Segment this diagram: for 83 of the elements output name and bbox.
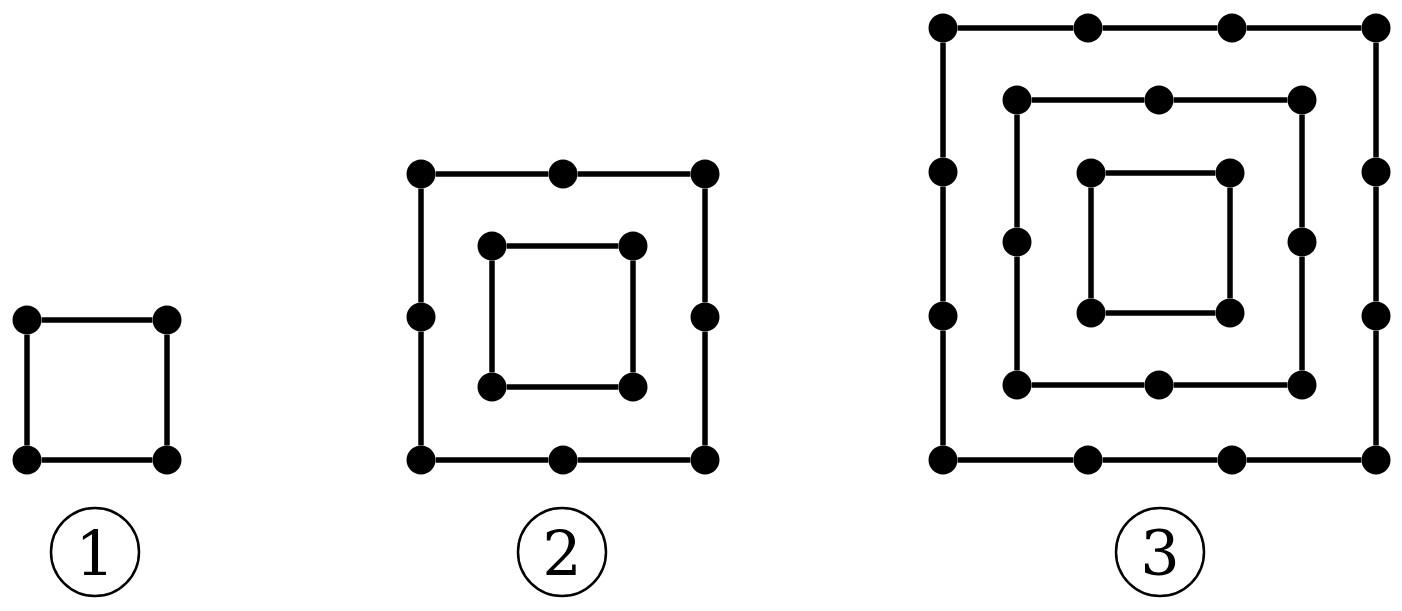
dot xyxy=(1002,227,1032,257)
line-segment xyxy=(1088,187,1094,299)
line-segment xyxy=(577,171,691,177)
line-segment xyxy=(577,457,691,463)
line-segment xyxy=(702,331,708,446)
line-segment xyxy=(630,260,636,373)
line-segment xyxy=(435,457,549,463)
line-segment xyxy=(489,260,495,373)
dot xyxy=(1002,85,1032,115)
line-segment xyxy=(957,457,1074,463)
dot xyxy=(406,159,436,189)
dot xyxy=(1076,298,1106,328)
circled-number: 1 xyxy=(49,506,141,598)
dot xyxy=(618,231,648,261)
line-segment xyxy=(1031,382,1145,388)
dot xyxy=(548,445,578,475)
dot xyxy=(406,302,436,332)
dot xyxy=(12,445,42,475)
dot xyxy=(1217,13,1247,43)
dot xyxy=(618,372,648,402)
dot xyxy=(1073,445,1103,475)
line-segment xyxy=(1373,330,1379,446)
line-segment xyxy=(1373,186,1379,302)
dot xyxy=(477,231,507,261)
dot xyxy=(690,159,720,189)
line-segment xyxy=(1014,114,1020,228)
line-segment xyxy=(1227,187,1233,299)
line-segment xyxy=(435,171,549,177)
dot xyxy=(1361,13,1391,43)
dot xyxy=(1361,445,1391,475)
line-segment xyxy=(164,334,170,446)
line-segment xyxy=(418,331,424,446)
line-segment xyxy=(1299,256,1305,371)
dot xyxy=(928,445,958,475)
dot xyxy=(928,13,958,43)
line-segment xyxy=(1031,97,1145,103)
dot xyxy=(406,445,436,475)
line-segment xyxy=(506,243,619,249)
line-segment xyxy=(940,42,946,158)
dot xyxy=(152,445,182,475)
circled-number: 3 xyxy=(1114,506,1206,598)
line-segment xyxy=(1173,97,1288,103)
dot xyxy=(690,445,720,475)
dot xyxy=(1144,85,1174,115)
circled-number: 2 xyxy=(516,506,608,598)
line-segment xyxy=(1102,457,1218,463)
line-segment xyxy=(1105,170,1216,176)
line-segment xyxy=(1246,457,1362,463)
dot xyxy=(1287,227,1317,257)
line-segment xyxy=(940,186,946,302)
dot xyxy=(548,159,578,189)
line-segment xyxy=(1373,42,1379,158)
line-segment xyxy=(41,457,153,463)
line-segment xyxy=(957,25,1074,31)
dot xyxy=(1287,85,1317,115)
line-segment xyxy=(940,330,946,446)
dot xyxy=(1287,370,1317,400)
line-segment xyxy=(1246,25,1362,31)
line-segment xyxy=(1173,382,1288,388)
dot xyxy=(152,305,182,335)
dot xyxy=(1002,370,1032,400)
line-segment xyxy=(1014,256,1020,371)
dot xyxy=(12,305,42,335)
line-segment xyxy=(1105,310,1216,316)
dot xyxy=(1144,370,1174,400)
dot xyxy=(1215,158,1245,188)
dot xyxy=(477,372,507,402)
dot xyxy=(928,301,958,331)
dot xyxy=(690,302,720,332)
dot xyxy=(928,157,958,187)
line-segment xyxy=(41,317,153,323)
line-segment xyxy=(1299,114,1305,228)
line-segment xyxy=(506,384,619,390)
dot xyxy=(1217,445,1247,475)
dot xyxy=(1361,301,1391,331)
line-segment xyxy=(1102,25,1218,31)
line-segment xyxy=(418,188,424,303)
dot xyxy=(1073,13,1103,43)
line-segment xyxy=(702,188,708,303)
dot xyxy=(1076,158,1106,188)
line-segment xyxy=(24,334,30,446)
dot xyxy=(1361,157,1391,187)
dot xyxy=(1215,298,1245,328)
